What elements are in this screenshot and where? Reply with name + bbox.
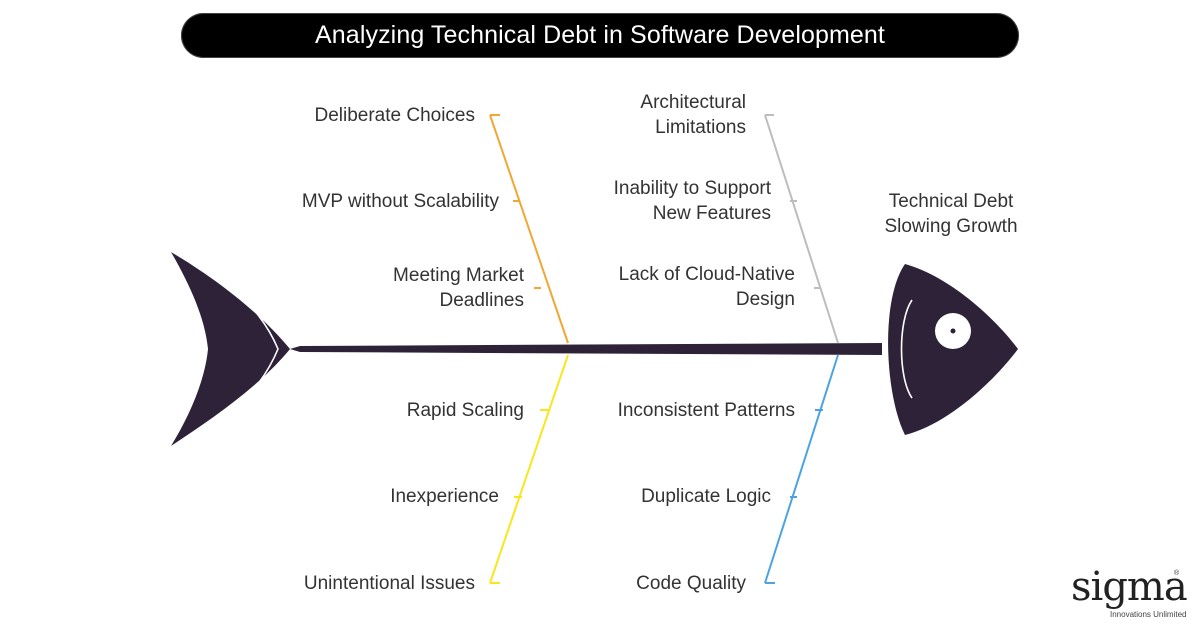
cause-text: Deadlines <box>439 290 525 311</box>
cause-label: Inexperience <box>390 484 499 509</box>
cause-label: Duplicate Logic <box>641 484 771 509</box>
cause-label: Lack of Cloud-Native Design <box>619 262 795 312</box>
tail-highlight <box>228 283 279 416</box>
cause-label: Deliberate Choices <box>314 103 475 128</box>
effect-text: Slowing Growth <box>884 216 1018 237</box>
fish-head <box>888 264 1018 435</box>
cause-text: MVP without Scalability <box>301 191 499 212</box>
cause-text: Deliberate Choices <box>314 105 475 126</box>
cause-label: Inconsistent Patterns <box>618 398 795 423</box>
cause-text: Architectural <box>640 92 746 113</box>
bone-line <box>764 354 839 584</box>
cause-bone-orange <box>489 114 569 344</box>
cause-text: Duplicate Logic <box>641 486 771 507</box>
cause-label: Inability to Support New Features <box>614 176 771 226</box>
logo-wordmark: sigma <box>1071 564 1188 610</box>
cause-text: Code Quality <box>636 573 746 594</box>
registered-mark: ® <box>1174 570 1180 577</box>
cause-text: New Features <box>652 203 771 224</box>
bone-line <box>764 114 839 344</box>
bone-line <box>489 114 569 344</box>
cause-text: Inconsistent Patterns <box>617 400 795 421</box>
fish-spine <box>290 343 882 355</box>
title-banner: Analyzing Technical Debt in Software Dev… <box>181 13 1019 58</box>
cause-text: Limitations <box>655 117 746 138</box>
cause-label: Code Quality <box>636 571 746 596</box>
cause-label: Meeting Market Deadlines <box>393 263 524 313</box>
cause-bone-gray <box>764 114 839 344</box>
effect-label: Technical Debt Slowing Growth <box>858 189 1044 239</box>
bone-line <box>489 354 569 584</box>
cause-label: MVP without Scalability <box>302 189 499 214</box>
cause-label: Unintentional Issues <box>304 571 475 596</box>
cause-text: Inexperience <box>390 486 499 507</box>
cause-text: Design <box>735 289 795 310</box>
cause-text: Inability to Support <box>613 178 771 199</box>
cause-label: Rapid Scaling <box>407 398 524 423</box>
head-gill-line <box>900 299 913 399</box>
fish-pupil <box>950 328 956 334</box>
cause-text: Lack of Cloud-Native <box>618 264 795 285</box>
cause-bone-blue <box>764 354 839 584</box>
cause-text: Unintentional Issues <box>303 573 475 594</box>
cause-bone-yellow <box>489 354 569 584</box>
diagram-title: Analyzing Technical Debt in Software Dev… <box>315 21 885 49</box>
cause-text: Rapid Scaling <box>406 400 524 421</box>
logo-tagline: Innovations Unlimited <box>1110 610 1187 619</box>
fish-tail <box>171 252 290 446</box>
sigma-logo: sigma ® Innovations Unlimited <box>1068 564 1188 620</box>
cause-text: Meeting Market <box>393 265 524 286</box>
cause-label: Architectural Limitations <box>640 90 746 140</box>
effect-text: Technical Debt <box>888 191 1014 212</box>
